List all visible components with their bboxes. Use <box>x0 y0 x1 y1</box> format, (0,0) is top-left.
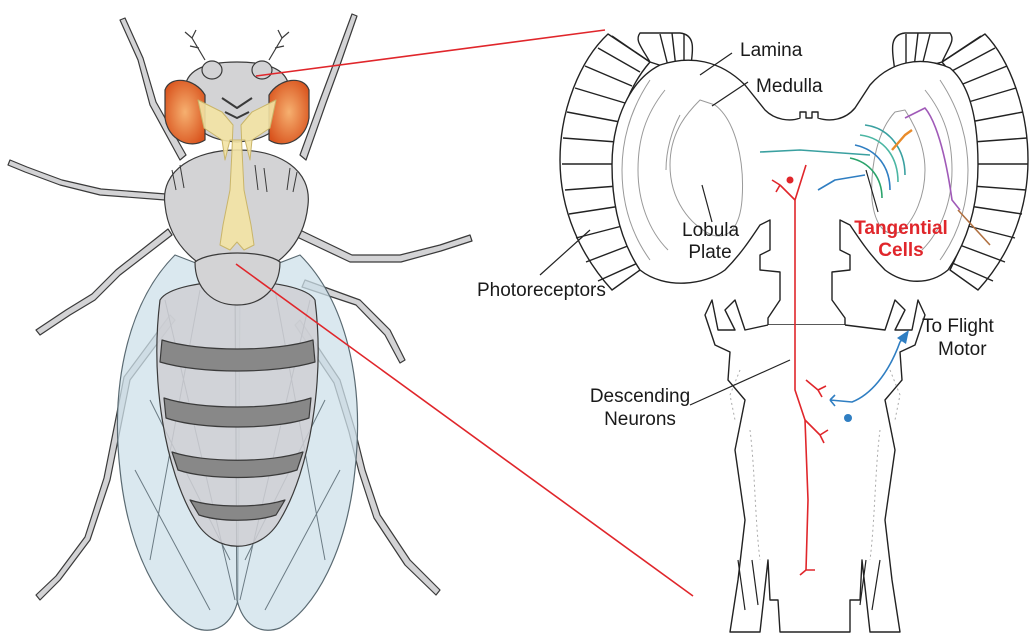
ventral-nerve-cord <box>705 300 925 632</box>
right-antenna-base <box>252 61 272 79</box>
label-neurons: Neurons <box>585 409 695 430</box>
fly-head <box>165 30 309 144</box>
blue-neuron-soma <box>844 414 852 422</box>
label-to-flight: To Flight <box>922 316 994 337</box>
label-lamina: Lamina <box>740 40 802 61</box>
label-descending: Descending <box>585 386 695 407</box>
fruit-fly-illustration <box>8 14 472 630</box>
label-motor: Motor <box>938 339 987 360</box>
head-callout-line <box>256 30 605 76</box>
label-tangential: Tangential <box>848 218 954 239</box>
label-lobula: Lobula <box>682 220 738 241</box>
label-cells: Cells <box>848 240 954 261</box>
label-photoreceptors: Photoreceptors <box>477 280 606 301</box>
left-antenna-base <box>202 61 222 79</box>
right-compound-eye <box>269 80 309 144</box>
label-medulla: Medulla <box>756 76 823 97</box>
label-plate: Plate <box>682 242 738 263</box>
red-neuron-soma <box>787 177 794 184</box>
